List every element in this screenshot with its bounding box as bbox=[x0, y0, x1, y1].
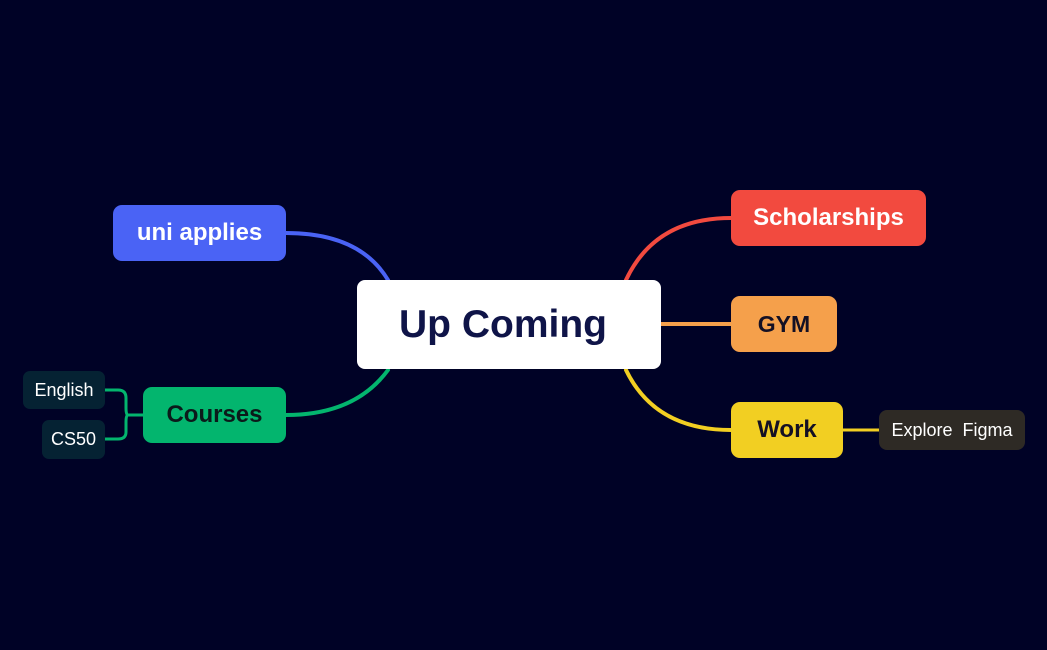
branch-node-gym[interactable]: GYM bbox=[731, 296, 837, 352]
subtopic-node-cs50[interactable]: CS50 bbox=[42, 420, 105, 459]
branch-node-uni-applies[interactable]: uni applies bbox=[113, 205, 286, 261]
central-topic-label: Up Coming bbox=[399, 302, 607, 346]
connector-scholarships bbox=[624, 216, 733, 282]
connector-cs50 bbox=[103, 413, 130, 441]
branch-label-gym: GYM bbox=[757, 310, 811, 337]
subtopic-label-english: English bbox=[34, 379, 94, 400]
branch-node-scholarships[interactable]: Scholarships bbox=[731, 190, 926, 246]
connector-english bbox=[103, 388, 145, 417]
subtopic-label-cs50: CS50 bbox=[50, 429, 97, 449]
connector-courses bbox=[284, 368, 390, 417]
subtopic-label-explore-figma: Explore Figma bbox=[891, 419, 1013, 440]
branch-label-uni-applies: uni applies bbox=[136, 219, 263, 246]
connector-work bbox=[624, 368, 733, 432]
subtopic-node-explore-figma[interactable]: Explore Figma bbox=[879, 410, 1025, 450]
central-topic-node[interactable]: Up Coming bbox=[357, 280, 661, 369]
branch-node-work[interactable]: Work bbox=[731, 402, 843, 458]
branch-node-courses[interactable]: Courses bbox=[143, 387, 286, 443]
connector-uni-applies bbox=[284, 231, 390, 282]
branch-label-scholarships: Scholarships bbox=[753, 204, 904, 231]
branch-label-work: Work bbox=[757, 416, 817, 443]
branch-label-courses: Courses bbox=[166, 401, 263, 428]
subtopic-node-english[interactable]: English bbox=[23, 371, 105, 409]
